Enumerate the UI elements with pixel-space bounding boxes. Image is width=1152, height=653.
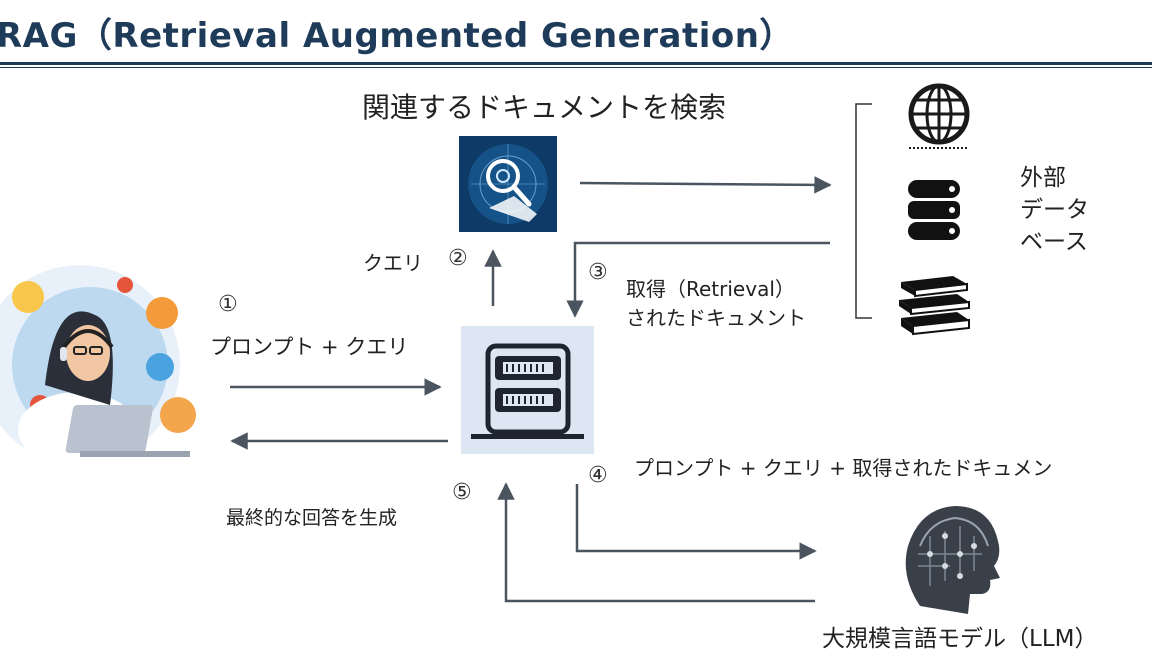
step-4-marker: ④ xyxy=(588,463,608,488)
arrow-search-to-db xyxy=(579,176,832,194)
step-2-marker: ② xyxy=(448,246,468,271)
external-db-line3: ベース xyxy=(1020,229,1088,255)
books-icon xyxy=(899,276,970,336)
prompt-query-label: プロンプト + クエリ xyxy=(210,335,409,359)
user-laptop-icon xyxy=(0,265,196,468)
step-1-marker: ① xyxy=(218,292,238,317)
db-bracket xyxy=(855,103,872,319)
arrow-server-to-llm xyxy=(575,484,817,560)
arrow-db-to-server xyxy=(566,241,830,318)
server-icon xyxy=(461,326,594,454)
ai-brain-icon xyxy=(905,506,1000,614)
title-underline-thin xyxy=(0,67,1152,68)
external-db-line1: 外部 xyxy=(1020,165,1066,191)
retrieval-label-line1: 取得（Retrieval） xyxy=(626,277,795,301)
page-title: RAG（Retrieval Augmented Generation） xyxy=(0,16,794,56)
external-db-line2: データ xyxy=(1020,197,1089,223)
title-underline xyxy=(0,62,1152,65)
arrow-llm-to-server xyxy=(497,482,815,603)
query-label: クエリ xyxy=(363,251,423,275)
globe-icon xyxy=(908,83,970,149)
final-answer-label: 最終的な回答を生成 xyxy=(226,507,398,529)
retrieval-label-line2: されたドキュメント xyxy=(626,306,806,330)
search-magnifier-icon xyxy=(459,136,557,232)
prompt-query-docs-label: プロンプト + クエリ + 取得されたドキュメン xyxy=(634,456,1053,480)
step-5-marker: ⑤ xyxy=(452,480,472,505)
step-3-marker: ③ xyxy=(588,260,608,285)
database-icon xyxy=(908,180,960,240)
search-docs-label: 関連するドキュメントを検索 xyxy=(362,91,727,124)
external-db-label: 外部 データ ベース xyxy=(1020,162,1089,258)
